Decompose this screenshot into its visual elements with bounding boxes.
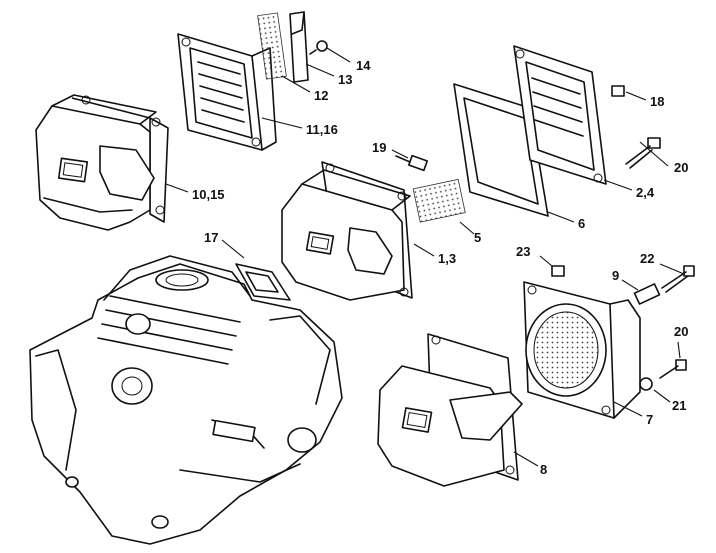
screw-part-14 (309, 40, 328, 55)
screen-part-5 (412, 178, 466, 223)
label-17: 17 (204, 230, 218, 245)
exhaust-gasket-part-17 (235, 263, 291, 301)
label-8: 8 (540, 462, 547, 477)
label-13: 13 (338, 72, 352, 87)
label-20-top: 20 (674, 160, 688, 175)
muffler-part-1-3 (281, 161, 413, 301)
leader-lines (165, 47, 685, 467)
muffler-shell-part-10-15 (35, 94, 169, 231)
label-14: 14 (356, 58, 371, 73)
label-2-4: 2,4 (636, 185, 655, 200)
washer-part-21 (639, 377, 653, 391)
label-22: 22 (640, 251, 654, 266)
screw-part-18 (611, 85, 625, 97)
screw-part-20-bottom (659, 359, 687, 379)
label-11-16: 11,16 (306, 122, 338, 137)
sleeve-part-9 (633, 283, 661, 305)
label-5: 5 (474, 230, 481, 245)
label-12: 12 (314, 88, 328, 103)
catalytic-muffler-part-8 (377, 333, 523, 487)
catalytic-converter-part-7 (523, 281, 641, 419)
label-20-bottom: 20 (674, 324, 688, 339)
screw-part-19 (395, 154, 429, 172)
label-7: 7 (646, 412, 653, 427)
long-screw-part-20-top (625, 137, 661, 169)
part-labels: 14 13 12 11,16 10,15 19 18 20 2,4 6 5 1,… (192, 58, 688, 477)
label-19: 19 (372, 140, 386, 155)
baffle-plate-part-13 (289, 11, 309, 83)
label-9: 9 (612, 268, 619, 283)
label-23: 23 (516, 244, 530, 259)
engine-housing (29, 255, 343, 545)
label-10-15: 10,15 (192, 187, 225, 202)
label-6: 6 (578, 216, 585, 231)
spark-arrest-screen-part-12 (257, 12, 287, 80)
label-1-3: 1,3 (438, 251, 456, 266)
nut-part-23 (551, 265, 565, 277)
louvered-cover-part-2-4 (513, 45, 607, 185)
label-21: 21 (672, 398, 686, 413)
long-screw-part-22 (661, 265, 695, 293)
louvered-cover-part-11-16 (177, 33, 277, 151)
label-18: 18 (650, 94, 664, 109)
